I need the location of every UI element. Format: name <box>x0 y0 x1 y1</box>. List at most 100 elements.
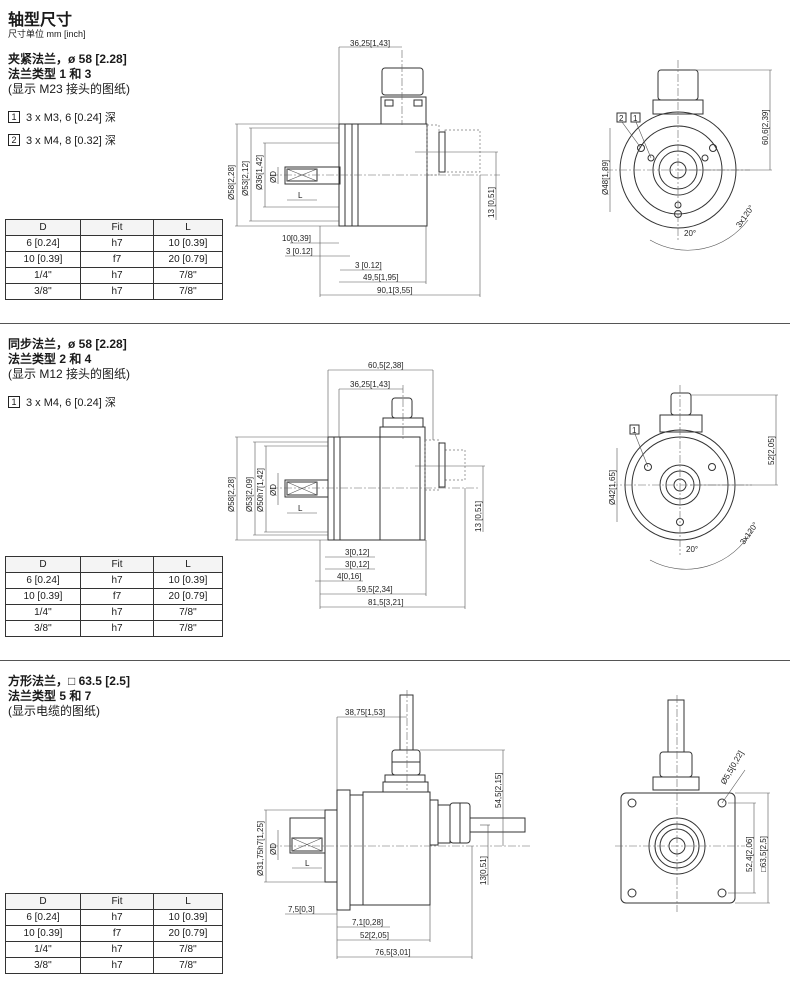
dim-diameter-53: Ø53[2,12] <box>241 161 250 196</box>
dim-i: 52,4[2,06] <box>745 836 754 872</box>
section-clamping-flange: 夹紧法兰，ø 58 [2.28] 法兰类型 1 和 3 (显示 M23 接头的图… <box>8 52 130 148</box>
dim-diameter-50: Ø50h7[1,42] <box>256 468 265 512</box>
dim-shaft-d: ØD <box>269 484 278 496</box>
dim-a: 10[0,39] <box>282 234 311 243</box>
dim-diameter-31: Ø31,75h7[1,25] <box>256 821 265 876</box>
dim-diameter-53: Ø53[2,09] <box>245 477 254 512</box>
dim-f: 76,5[3,01] <box>375 948 411 957</box>
dim-j: □63,5[2,5] <box>759 836 768 872</box>
dim-shaft-d: ØD <box>269 171 278 183</box>
cell: 7/8'' <box>153 957 223 974</box>
dim-f: 81,5[3,21] <box>368 598 404 607</box>
col-header: Fit <box>80 556 154 573</box>
dim-b: 3[0,12] <box>345 560 369 569</box>
dim-angle: 20° <box>684 229 696 238</box>
section-subtitle: 法兰类型 5 和 7 <box>8 689 92 703</box>
front-view-square: Ø5,5[0,22] 52,4[2,06] □63,5[2,5] <box>615 695 770 912</box>
section-title: 夹紧法兰，ø 58 [2.28] <box>8 52 127 66</box>
dim-e: 59,5[2,34] <box>357 585 393 594</box>
dim-i: Ø48[1,89] <box>601 160 610 195</box>
dim-diameter-36: Ø36[1,42] <box>255 155 264 190</box>
section-note: (显示 M23 接头的图纸) <box>8 82 131 96</box>
dim-top: 36,25[1,43] <box>350 39 390 48</box>
front-view-clamping: 60,6[2,39] Ø48[1,89] 20° 3x120° 2 1 <box>601 60 772 251</box>
section-subtitle: 法兰类型 2 和 4 <box>8 352 92 366</box>
units-note: 尺寸单位 mm [inch] <box>8 29 86 39</box>
dim-b: 7,1[0,28] <box>352 918 383 927</box>
dim-shaft-d: ØD <box>269 843 278 855</box>
dim-3x120: 3x120° <box>734 204 756 230</box>
cell: 7/8'' <box>153 620 223 637</box>
col-header: D <box>5 556 81 573</box>
dim-h: 60,6[2,39] <box>761 109 770 145</box>
side-view-clamping: Ø58[2,28] Ø53[2,12] Ø36[1,42] ØD L 36,25… <box>227 39 500 297</box>
divider <box>0 323 790 324</box>
dim-l: L <box>298 191 303 200</box>
section-note: (显示 M12 接头的图纸) <box>8 367 131 381</box>
dim-a: 7,5[0,3] <box>288 905 315 914</box>
dim-e: 49,5[1,95] <box>363 273 399 282</box>
cell: 7/8'' <box>153 283 223 300</box>
section-title: 同步法兰，ø 58 [2.28] <box>8 337 127 351</box>
dim-e: 52[2,05] <box>360 931 389 940</box>
cell: h7 <box>80 620 154 637</box>
dim-diameter-58: Ø58[2,28] <box>227 165 236 200</box>
marker-1: 1 <box>633 114 638 123</box>
dim-g: 13 [0,51] <box>474 501 483 532</box>
section-subtitle: 法兰类型 1 和 3 <box>8 67 92 81</box>
dim-h: 52[2,05] <box>767 436 776 465</box>
front-view-synchro: 52[2,05] Ø42[1,65] 20° 3x120° 1 <box>608 385 778 570</box>
dim-top: 38,75[1,53] <box>345 708 385 717</box>
dim-g: 13 [0,51] <box>487 187 496 218</box>
dim-k: 54,5[2,15] <box>494 772 503 808</box>
dim-l: L <box>298 504 303 513</box>
dim-c: 3 [0.12] <box>355 261 382 270</box>
dim-b: 3 [0.12] <box>286 247 313 256</box>
dim-3x120: 3x120° <box>738 521 760 547</box>
section-title: 方形法兰，□ 63.5 [2.5] <box>8 674 130 688</box>
dim-g: 13[0,51] <box>479 856 488 885</box>
cell: 3/8'' <box>5 283 81 300</box>
marker: 2 <box>8 134 20 146</box>
dim-c: 4[0,16] <box>337 572 361 581</box>
marker: 1 <box>8 111 20 123</box>
marker: 1 <box>8 396 20 408</box>
cell: h7 <box>80 283 154 300</box>
hole-text: 3 x M4, 8 [0.32] 深 <box>26 135 116 147</box>
hole-note: 2 3 x M4, 8 [0.32] 深 <box>8 132 130 148</box>
side-view-square: Ø31,75h7[1,25] ØD L 38,75[1,53] 54,5[2,1… <box>256 690 530 959</box>
col-header: L <box>153 893 223 910</box>
dim-a: 3[0,12] <box>345 548 369 557</box>
dim-l: L <box>305 859 310 868</box>
hole-text: 3 x M4, 6 [0.24] 深 <box>26 397 116 409</box>
marker-1: 1 <box>632 426 637 435</box>
dim-top: 36,25[1,43] <box>350 380 390 389</box>
dim-diameter-58: Ø58[2,28] <box>227 477 236 512</box>
section-note: (显示电缆的图纸) <box>8 704 100 718</box>
cell: 3/8'' <box>5 620 81 637</box>
hole-note: 1 3 x M4, 6 [0.24] 深 <box>8 394 130 410</box>
dim-top-60: 60,5[2,38] <box>368 361 404 370</box>
dim-i: Ø42[1,65] <box>608 470 617 505</box>
dim-hole: Ø5,5[0,22] <box>719 749 745 786</box>
hole-text: 3 x M3, 6 [0.24] 深 <box>26 112 116 124</box>
dim-f: 90,1[3,55] <box>377 286 413 295</box>
section-square-flange: 方形法兰，□ 63.5 [2.5] 法兰类型 5 和 7 (显示电缆的图纸) <box>8 674 130 719</box>
divider <box>0 660 790 661</box>
side-view-synchro: Ø58[2,28] Ø53[2,09] Ø50h7[1,42] ØD L 60,… <box>227 361 485 609</box>
hole-note: 1 3 x M3, 6 [0.24] 深 <box>8 109 130 125</box>
dim-angle: 20° <box>686 545 698 554</box>
